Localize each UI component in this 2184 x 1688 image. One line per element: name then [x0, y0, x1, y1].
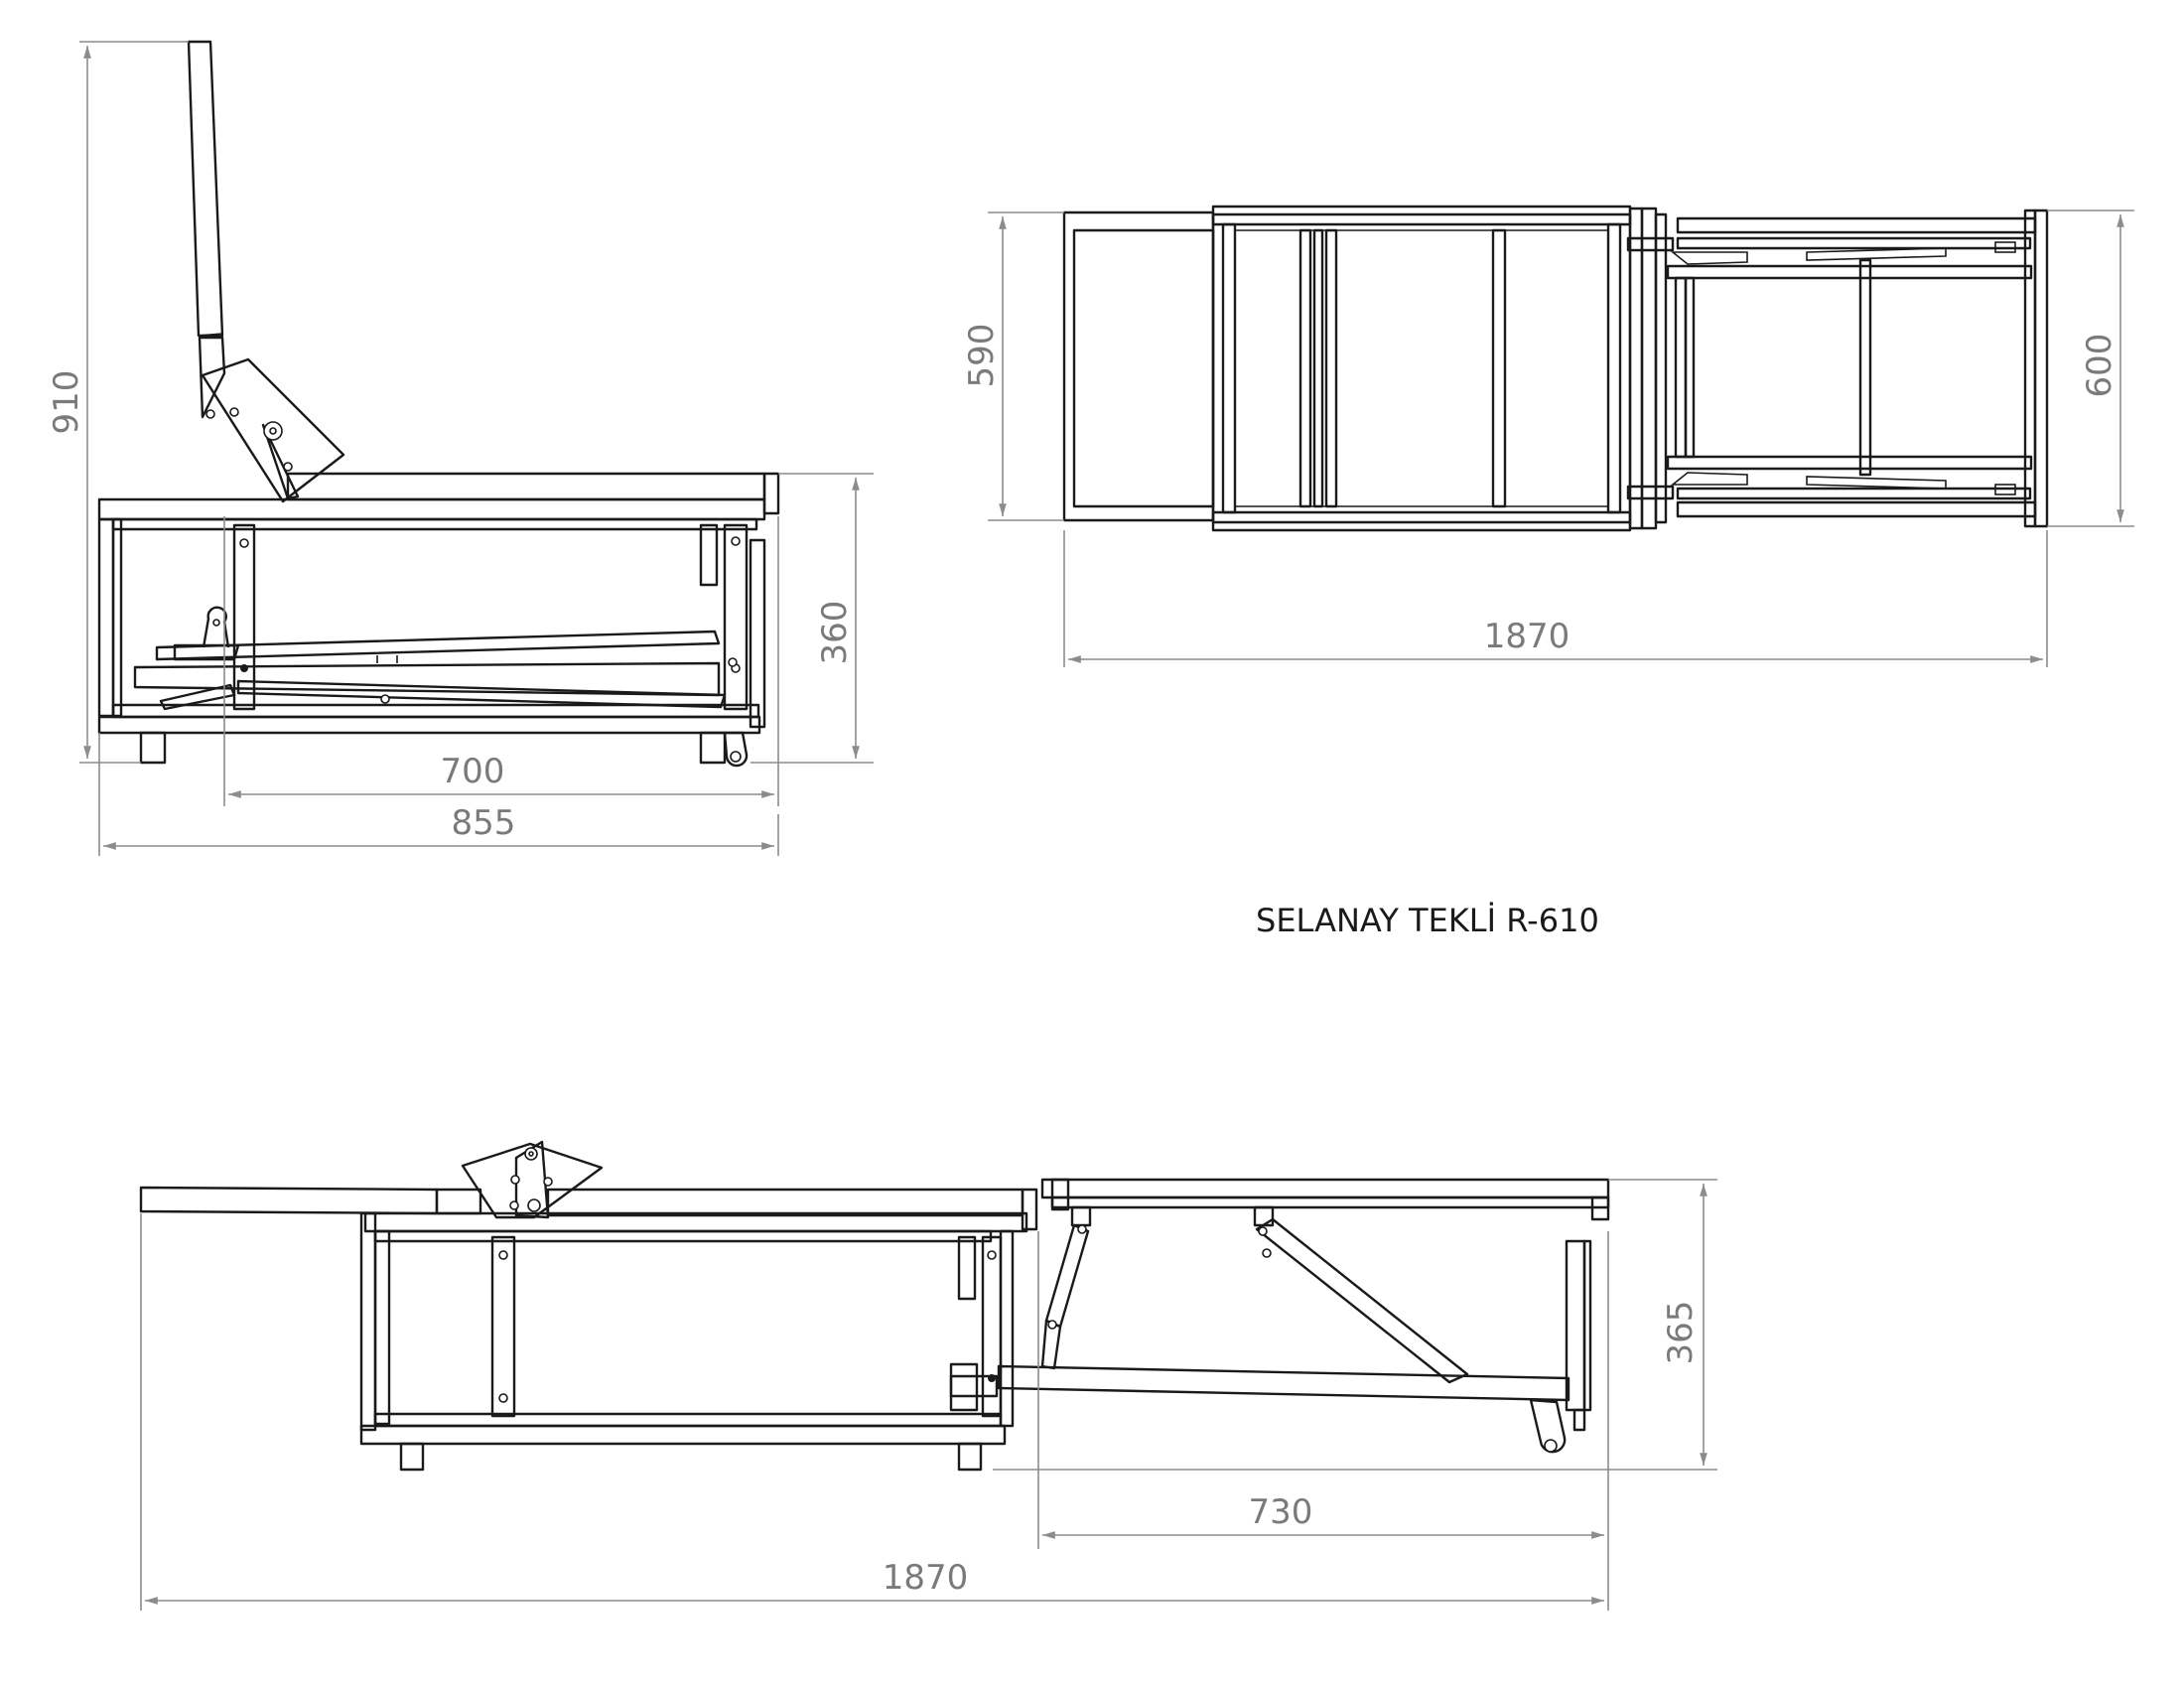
dimension-label-730: 730 [1249, 1492, 1313, 1532]
drawing-title: SELANAY TEKLİ R-610 [1256, 902, 1599, 939]
dimension-label-600: 600 [2080, 334, 2119, 398]
dimension-label-1870-top: 1870 [1484, 617, 1570, 656]
dimension-360: 360 [751, 473, 874, 764]
open-seat-board [363, 1188, 1038, 1233]
dimension-label-855: 855 [452, 803, 516, 843]
top-connector [1626, 207, 1675, 530]
dimension-1870-open: 1870 [140, 1213, 1609, 1611]
open-base-frame [359, 1211, 1015, 1472]
dimension-1870-top: 1870 [1063, 530, 2048, 667]
dimension-910: 910 [47, 41, 189, 764]
dimension-label-1870-open: 1870 [883, 1558, 969, 1598]
folded-mechanism [133, 606, 738, 711]
top-view [1062, 205, 2049, 532]
dimension-label-590: 590 [962, 324, 1002, 388]
seat-board [97, 472, 780, 521]
open-extension [949, 1178, 1610, 1454]
dimension-label-365: 365 [1661, 1301, 1701, 1365]
dimension-700: 700 [223, 516, 779, 806]
base-frame [97, 517, 766, 768]
dimension-365: 365 [993, 1179, 1717, 1471]
dimension-730: 730 [1037, 1231, 1609, 1549]
side-view-open [139, 1140, 1610, 1472]
dimension-label-360: 360 [815, 601, 855, 665]
dimension-label-910: 910 [47, 370, 86, 435]
dimension-855: 855 [98, 733, 779, 856]
side-view-closed [97, 40, 780, 768]
backrest-flat [139, 1140, 604, 1219]
backrest [187, 40, 345, 503]
dimension-600: 600 [2047, 210, 2134, 527]
dimension-590: 590 [962, 211, 1064, 521]
top-seat-left [1062, 205, 1632, 532]
top-seat-right [1666, 209, 2049, 528]
dimension-label-700: 700 [441, 752, 505, 791]
